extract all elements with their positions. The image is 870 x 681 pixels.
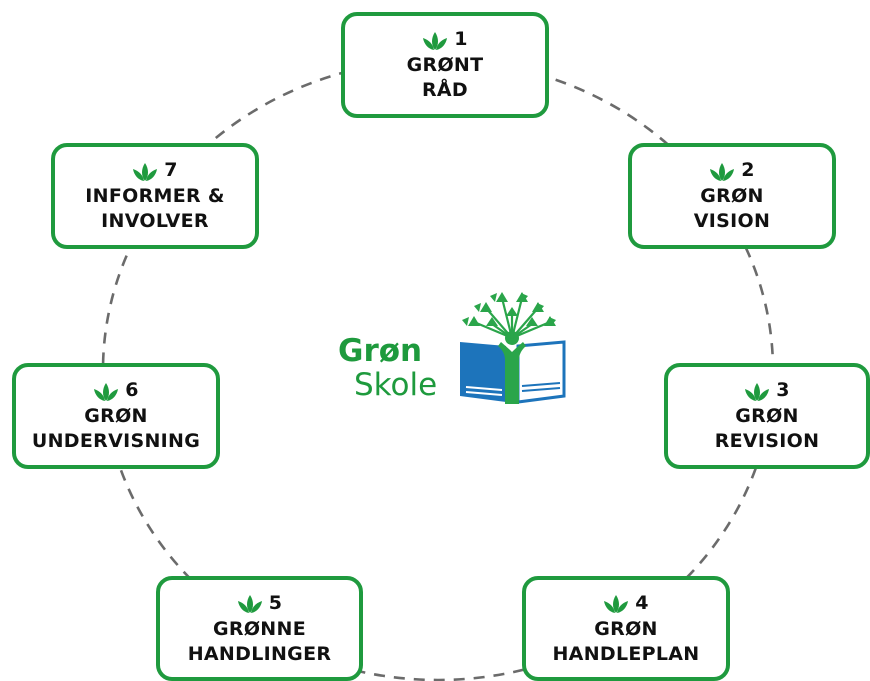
leaf-sprout-icon xyxy=(603,593,629,613)
step-header: 2 xyxy=(709,158,755,183)
step-title: GRØN HANDLEPLAN xyxy=(552,617,700,665)
leaf-sprout-icon xyxy=(709,161,735,181)
step-title: GRØNT RÅD xyxy=(406,54,484,101)
step-number: 3 xyxy=(776,379,790,401)
step-number: 6 xyxy=(125,379,139,401)
step-header: 4 xyxy=(603,591,649,616)
leaf-sprout-icon xyxy=(237,593,263,613)
leaf-sprout-icon xyxy=(744,381,770,401)
step-3-card: 3 GRØN REVISION xyxy=(664,363,870,469)
leaf-sprout-icon xyxy=(132,161,158,181)
step-7-card: 7 INFORMER & INVOLVER xyxy=(51,143,259,249)
step-2-card: 2 GRØN VISION xyxy=(628,143,836,249)
step-title: INFORMER & INVOLVER xyxy=(85,185,225,232)
leaf-sprout-icon xyxy=(93,381,119,401)
logo-text-line2: Skole xyxy=(354,367,438,403)
step-number: 5 xyxy=(268,591,283,614)
step-6-card: 6 GRØN UNDERVISNING xyxy=(12,363,220,469)
step-title: GRØN REVISION xyxy=(714,405,820,452)
step-title: GRØN VISION xyxy=(693,185,771,232)
step-1-card: 1 GRØNT RÅD xyxy=(341,12,549,118)
step-number: 7 xyxy=(164,159,178,181)
step-header: 6 xyxy=(93,378,139,403)
leaf-sprout-icon xyxy=(422,30,448,50)
step-title: GRØN UNDERVISNING xyxy=(31,405,201,452)
gron-skole-logo: Grøn Skole xyxy=(338,290,568,410)
step-header: 1 xyxy=(422,27,468,52)
step-number: 4 xyxy=(635,591,649,614)
logo-text-line1: Grøn xyxy=(338,333,423,369)
step-number: 1 xyxy=(454,28,468,50)
step-number: 2 xyxy=(741,159,755,181)
step-title: GRØNNE HANDLINGER xyxy=(187,617,332,665)
step-header: 3 xyxy=(744,378,790,403)
step-4-card: 4 GRØN HANDLEPLAN xyxy=(522,576,730,681)
step-5-card: 5 GRØNNE HANDLINGER xyxy=(156,576,363,681)
step-header: 7 xyxy=(132,158,178,183)
tree-book-logo-icon xyxy=(460,292,566,404)
step-header: 5 xyxy=(237,591,283,616)
